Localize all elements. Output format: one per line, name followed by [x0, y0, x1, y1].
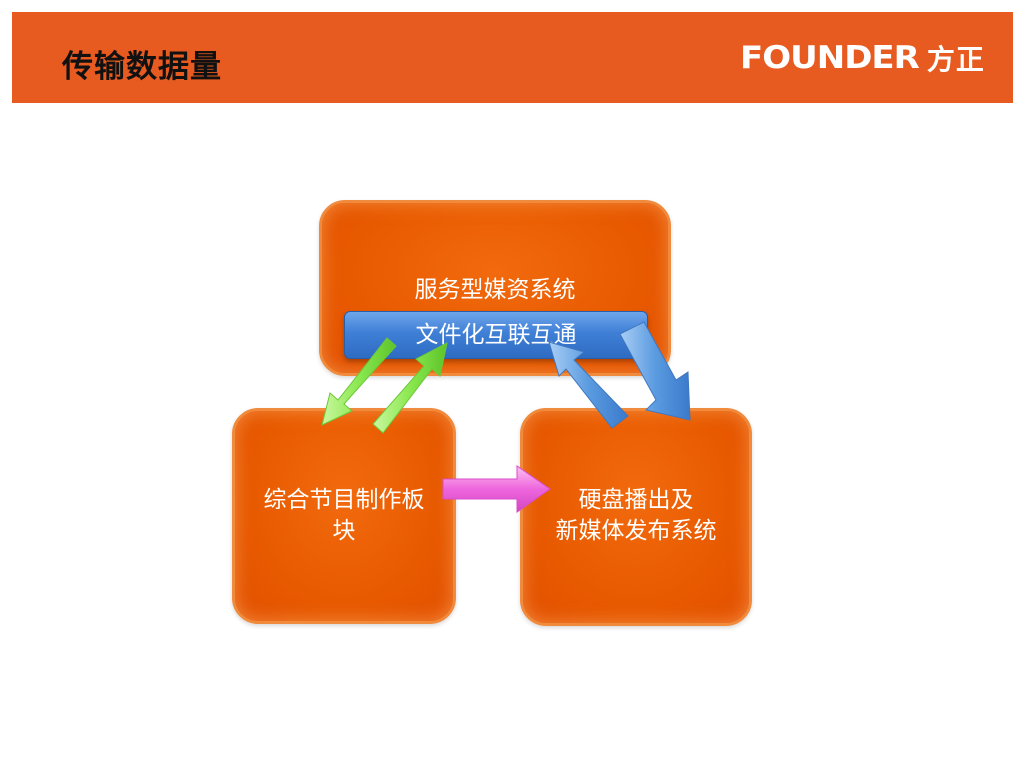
- playout-publish-box: 硬盘播出及 新媒体发布系统: [520, 408, 752, 626]
- header-bar: 传输数据量 FOUNDER 方正: [12, 12, 1013, 103]
- blue-arrow-down-icon: [619, 321, 691, 421]
- logo-latin-text: FOUNDER: [740, 39, 920, 77]
- slide-title: 传输数据量: [62, 49, 222, 85]
- program-production-label: 综合节目制作板 块: [235, 485, 453, 547]
- pink-arrow-right-icon: [442, 465, 551, 513]
- blue-arrow-up-icon: [548, 341, 629, 429]
- playout-publish-line1: 硬盘播出及: [578, 487, 694, 513]
- founder-logo: FOUNDER 方正: [740, 38, 985, 78]
- program-production-box: 综合节目制作板 块: [232, 408, 456, 624]
- program-production-line2: 块: [332, 518, 356, 544]
- playout-publish-line2: 新媒体发布系统: [555, 518, 717, 544]
- program-production-line1: 综合节目制作板: [263, 487, 425, 513]
- green-arrow-up-icon: [372, 342, 448, 434]
- green-arrow-down-icon: [321, 337, 397, 426]
- playout-publish-label: 硬盘播出及 新媒体发布系统: [523, 485, 749, 547]
- logo-cjk-text: 方正: [926, 43, 985, 76]
- media-asset-system-label: 服务型媒资系统: [414, 277, 576, 303]
